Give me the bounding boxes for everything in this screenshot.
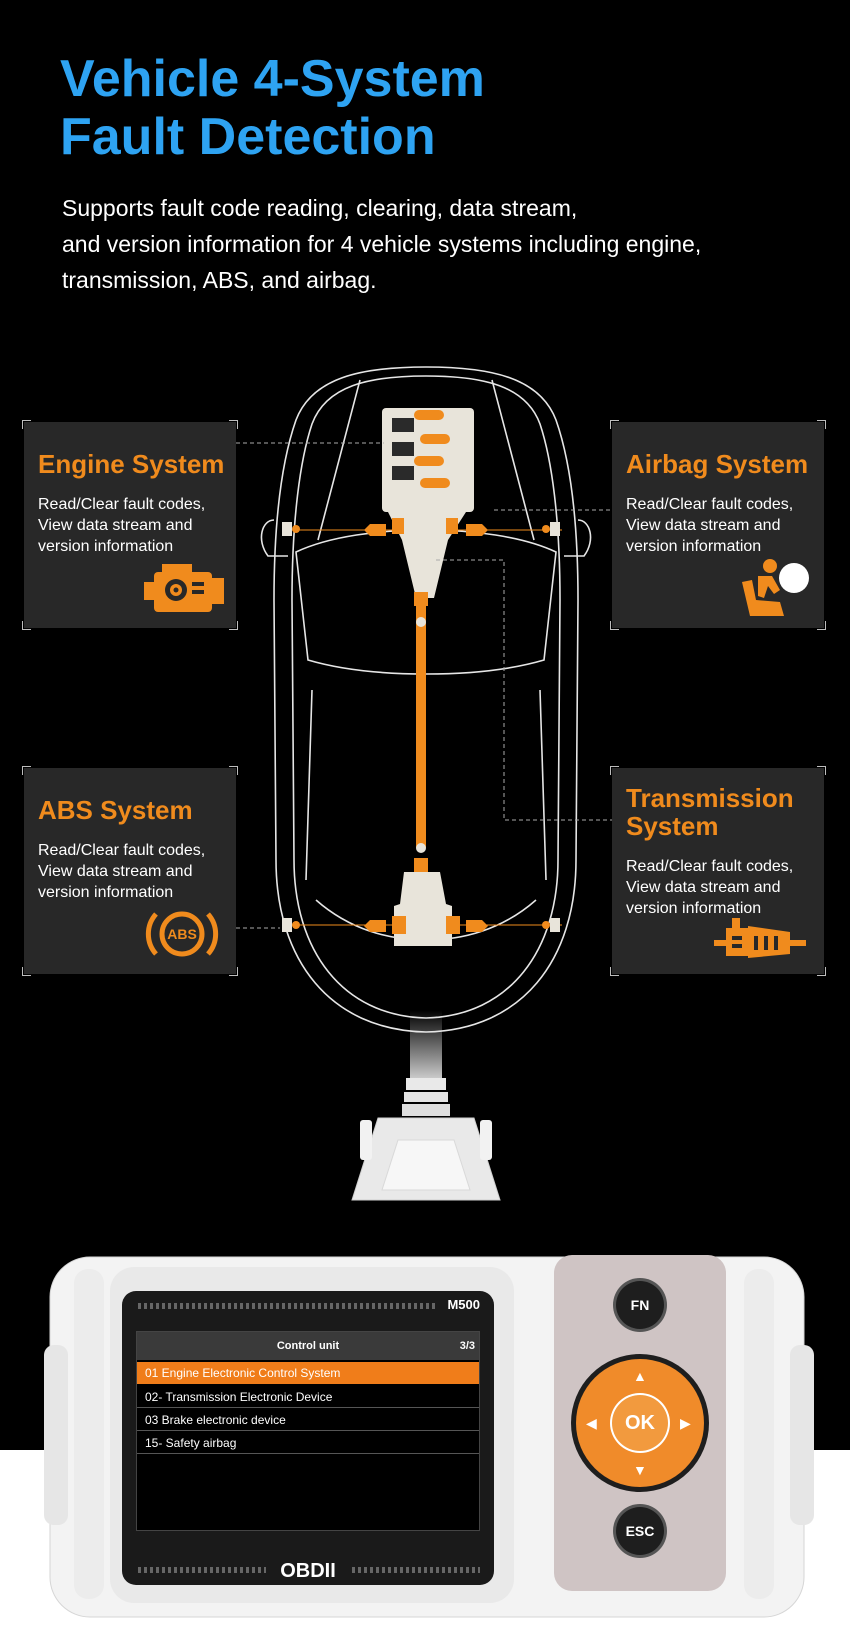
lcd-menu-item[interactable]: 02- Transmission Electronic Device [137, 1386, 479, 1408]
card-corner [610, 967, 619, 976]
leader-lines [236, 442, 612, 929]
lcd-header-title: Control unit [276, 1340, 340, 1352]
control-panel: FN ▲ ▼ ◀ ▶ OK ESC [554, 1255, 726, 1591]
obd-scanner-device: M500 Control unit 3/3 01 Engine Electron… [44, 1245, 814, 1623]
lcd-header: Control unit 3/3 [137, 1332, 479, 1360]
transmission-system-title: Transmission System [626, 784, 821, 840]
title-line: Transmission [626, 783, 794, 813]
speaker-grille [138, 1303, 438, 1309]
down-arrow-icon[interactable]: ▼ [633, 1462, 647, 1478]
card-corner [22, 967, 31, 976]
abs-system-title: ABS System [38, 795, 193, 825]
lcd-page-indicator: 3/3 [459, 1340, 475, 1352]
model-label: M500 [447, 1297, 480, 1312]
up-arrow-icon[interactable]: ▲ [633, 1368, 647, 1384]
card-corner [22, 420, 31, 429]
desc-line: version information [38, 538, 174, 555]
intro-line-3: transmission, ABS, and airbag. [62, 267, 377, 293]
desc-line: View data stream and [38, 863, 193, 880]
desc-line: version information [626, 538, 762, 555]
transmission-system-desc: Read/Clear fault codes, View data stream… [626, 856, 816, 919]
fn-button[interactable]: FN [616, 1281, 664, 1329]
card-corner [610, 621, 619, 630]
left-arrow-icon[interactable]: ◀ [586, 1415, 597, 1431]
lcd-menu-item-selected[interactable]: 01 Engine Electronic Control System [137, 1362, 479, 1384]
desc-line: View data stream and [626, 517, 781, 534]
desc-line: version information [626, 900, 762, 917]
engine-system-title: Engine System [38, 449, 225, 479]
card-corner [610, 766, 619, 775]
speaker-grille [138, 1567, 266, 1573]
desc-line: Read/Clear fault codes, [38, 496, 206, 513]
card-corner [817, 967, 826, 976]
intro-line-1: Supports fault code reading, clearing, d… [62, 195, 578, 221]
engine-icon [144, 564, 224, 612]
airbag-system-desc: Read/Clear fault codes, View data stream… [626, 494, 816, 557]
intro-text: Supports fault code reading, clearing, d… [62, 190, 782, 298]
right-arrow-icon[interactable]: ▶ [680, 1415, 691, 1431]
card-corner [610, 420, 619, 429]
airbag-system-title: Airbag System [626, 449, 809, 479]
airbag-system-card: Airbag System Read/Clear fault codes, Vi… [610, 420, 826, 630]
card-corner [22, 621, 31, 630]
desc-line: Read/Clear fault codes, [38, 842, 206, 859]
brand-label: OBDII [280, 1560, 336, 1582]
title-line: System [626, 811, 719, 841]
abs-system-card: ABS System Read/Clear fault codes, View … [22, 766, 238, 976]
headline: Vehicle 4-System Fault Detection [60, 50, 485, 166]
intro-line-2: and version information for 4 vehicle sy… [62, 231, 702, 257]
desc-line: View data stream and [38, 517, 193, 534]
wiring-harness [282, 408, 562, 946]
transmission-system-card: Transmission System Read/Clear fault cod… [610, 766, 826, 976]
abs-icon: ABS [144, 906, 220, 962]
card-corner [817, 766, 826, 775]
speaker-grille [352, 1567, 480, 1573]
card-corner [229, 420, 238, 429]
direction-pad[interactable]: ▲ ▼ ◀ ▶ OK [576, 1359, 704, 1487]
abs-icon-label: ABS [167, 926, 197, 942]
airbag-icon [742, 559, 809, 616]
desc-line: Read/Clear fault codes, [626, 858, 794, 875]
lcd-screen: Control unit 3/3 01 Engine Electronic Co… [136, 1331, 480, 1531]
lcd-menu-item[interactable]: 15- Safety airbag [137, 1432, 479, 1454]
obd-cable [351, 1010, 501, 1201]
card-corner [229, 621, 238, 630]
screen-bezel: M500 Control unit 3/3 01 Engine Electron… [122, 1291, 494, 1585]
esc-button[interactable]: ESC [616, 1507, 664, 1555]
car-diagram [236, 366, 612, 1201]
headline-line-1: Vehicle 4-System [60, 50, 485, 108]
card-corner [22, 766, 31, 775]
desc-line: version information [38, 884, 174, 901]
desc-line: View data stream and [626, 879, 781, 896]
card-corner [229, 766, 238, 775]
headline-line-2: Fault Detection [60, 108, 436, 166]
abs-system-desc: Read/Clear fault codes, View data stream… [38, 840, 228, 903]
engine-system-desc: Read/Clear fault codes, View data stream… [38, 494, 228, 557]
card-corner [817, 621, 826, 630]
card-corner [817, 420, 826, 429]
lcd-menu-item[interactable]: 03 Brake electronic device [137, 1409, 479, 1431]
transmission-icon [714, 918, 806, 958]
desc-line: Read/Clear fault codes, [626, 496, 794, 513]
ok-button[interactable]: OK [610, 1393, 670, 1453]
engine-system-card: Engine System Read/Clear fault codes, Vi… [22, 420, 238, 630]
card-corner [229, 967, 238, 976]
